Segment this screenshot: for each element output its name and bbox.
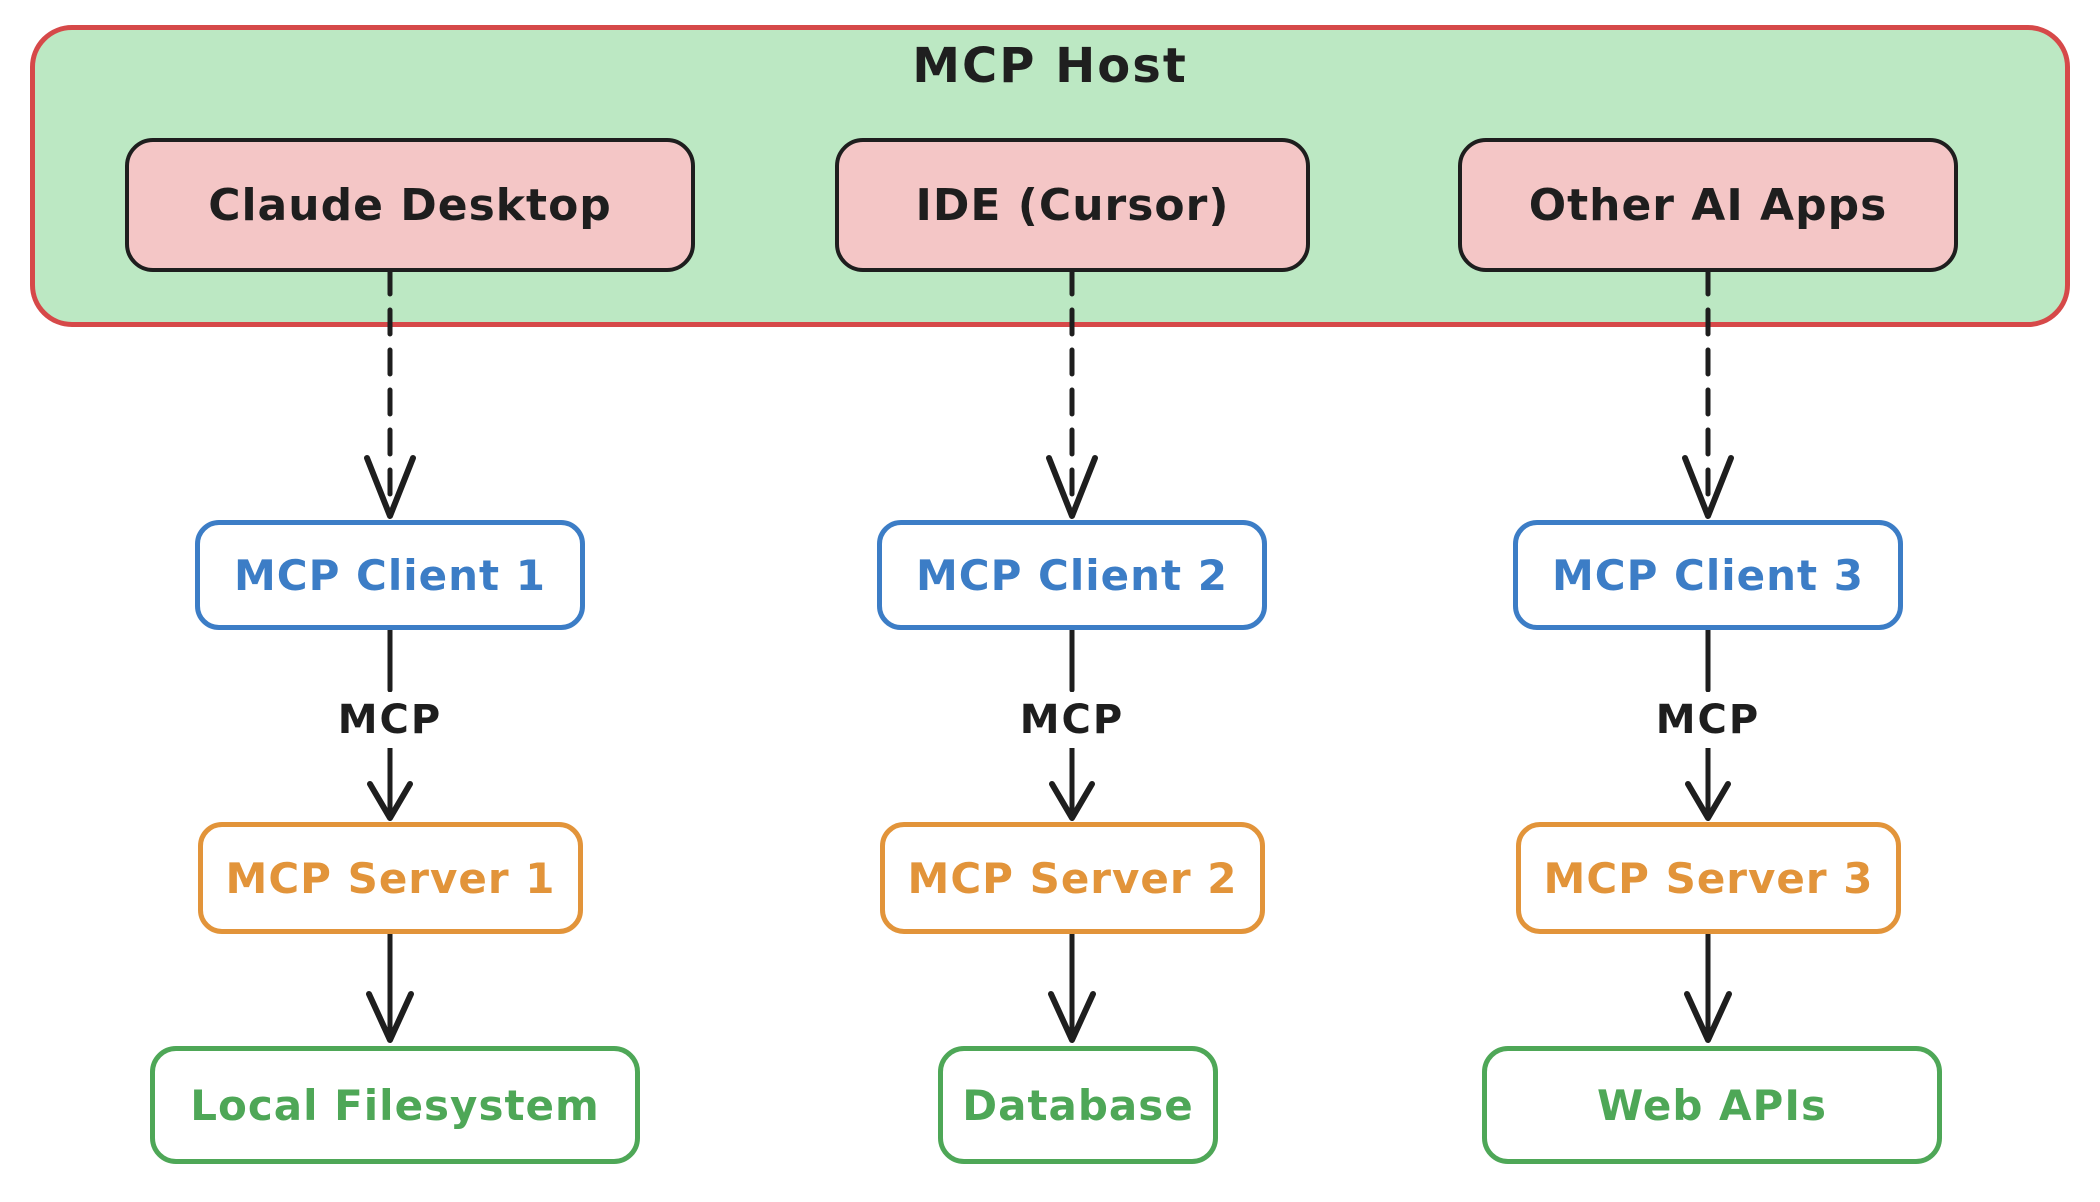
mcp-protocol-label-1: MCP (337, 697, 443, 743)
link-client-to-server-2: MCP (1007, 630, 1137, 822)
arrow-host-to-client-1-dashed-icon (364, 268, 416, 519)
node-mcp-client-2: MCP Client 2 (877, 520, 1267, 630)
node-other-ai-apps: Other AI Apps (1458, 138, 1958, 272)
node-mcp-server-2: MCP Server 2 (880, 822, 1265, 934)
node-mcp-client-3: MCP Client 3 (1513, 520, 1903, 630)
mcp-protocol-label-3: MCP (1655, 697, 1761, 743)
line-segment-icon (1705, 630, 1711, 692)
arrow-down-icon (1685, 748, 1731, 821)
arrow-server-to-resource-2-icon (1048, 934, 1096, 1043)
arrow-host-to-client-2-dashed-icon (1046, 268, 1098, 519)
arrow-host-to-client-3-dashed-icon (1682, 268, 1734, 519)
node-database: Database (938, 1046, 1218, 1164)
arrow-server-to-resource-1-icon (366, 934, 414, 1043)
link-client-to-server-1: MCP (325, 630, 455, 822)
arrow-down-icon (367, 748, 413, 821)
node-mcp-server-3: MCP Server 3 (1516, 822, 1901, 934)
line-segment-icon (1069, 630, 1075, 692)
arrow-down-icon (1049, 748, 1095, 821)
node-local-filesystem: Local Filesystem (150, 1046, 640, 1164)
mcp-host-title: MCP Host (912, 38, 1188, 94)
link-client-to-server-3: MCP (1643, 630, 1773, 822)
node-web-apis: Web APIs (1482, 1046, 1942, 1164)
node-ide-cursor: IDE (Cursor) (835, 138, 1310, 272)
node-mcp-client-1: MCP Client 1 (195, 520, 585, 630)
node-mcp-server-1: MCP Server 1 (198, 822, 583, 934)
mcp-protocol-label-2: MCP (1019, 697, 1125, 743)
line-segment-icon (387, 630, 393, 692)
node-claude-desktop: Claude Desktop (125, 138, 695, 272)
arrow-server-to-resource-3-icon (1684, 934, 1732, 1043)
